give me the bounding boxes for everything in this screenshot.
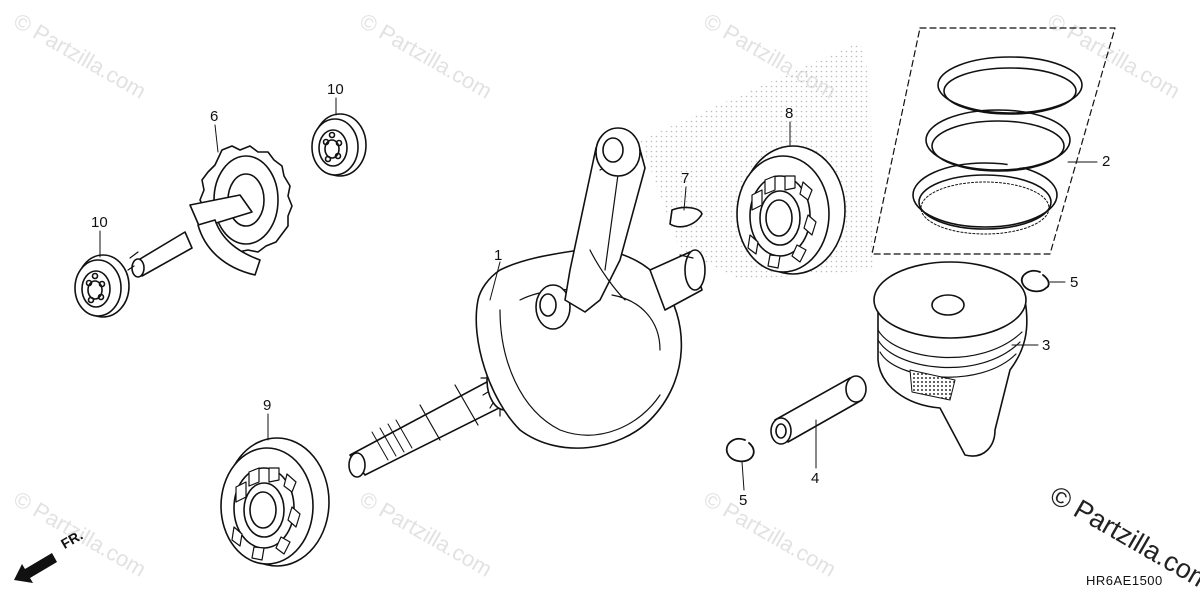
callout-10-left: 10 — [91, 214, 108, 231]
callout-5-right: 5 — [1070, 274, 1078, 291]
bearing-bottom — [220, 437, 330, 567]
piston — [873, 261, 1028, 457]
callout-3: 3 — [1042, 337, 1050, 354]
callout-1: 1 — [494, 247, 502, 264]
bearing-top — [311, 113, 367, 177]
callout-10-top: 10 — [327, 81, 344, 98]
bearing-left — [74, 254, 130, 318]
callout-5-bottom: 5 — [739, 492, 747, 509]
callout-6: 6 — [210, 108, 218, 125]
leader-lines — [99, 97, 1098, 491]
callout-9: 9 — [263, 397, 271, 414]
bearing-right — [736, 145, 846, 275]
callout-2: 2 — [1102, 153, 1110, 170]
front-arrow-icon — [14, 553, 57, 583]
callout-labels: 1 2 3 4 5 5 6 7 8 9 10 10 — [91, 81, 1110, 509]
pin-clips — [725, 269, 1050, 463]
piston-rings — [871, 27, 1116, 255]
piston-pin — [770, 375, 867, 445]
balancer-gear — [127, 145, 293, 278]
callout-8: 8 — [785, 105, 793, 122]
callout-4: 4 — [811, 470, 819, 487]
crankshaft — [348, 127, 706, 478]
diagram-code: HR6AE1500 — [1086, 573, 1163, 588]
callout-7: 7 — [681, 170, 689, 187]
